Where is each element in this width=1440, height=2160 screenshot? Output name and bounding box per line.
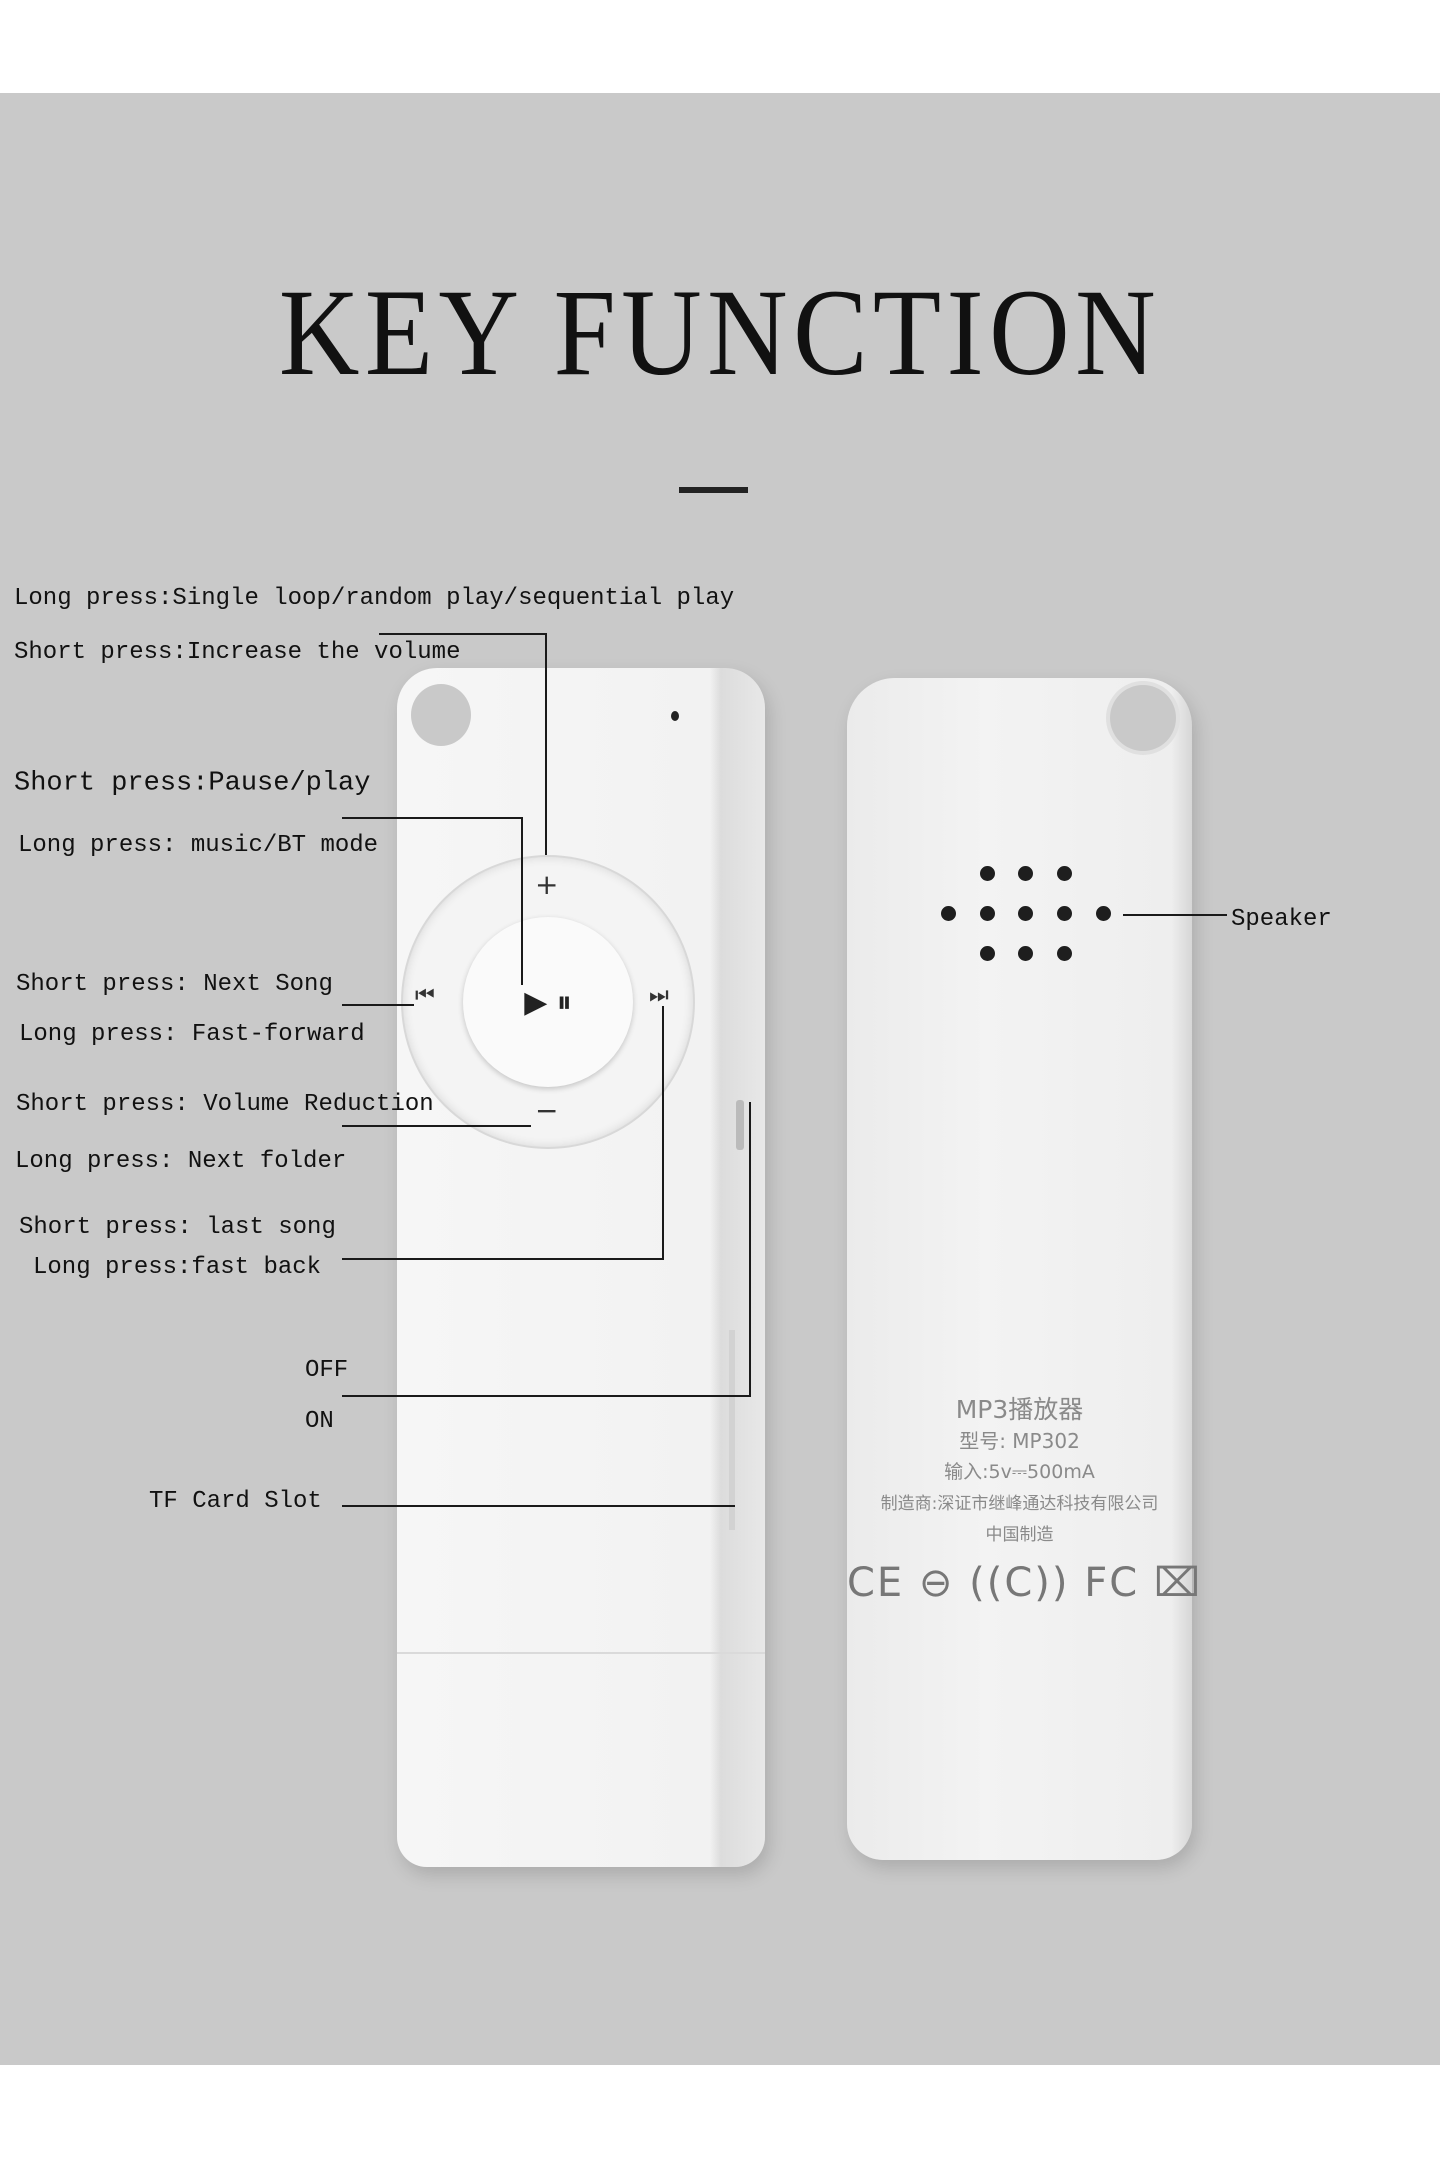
page-title: KEY FUNCTION [278, 264, 1162, 401]
leader-line [379, 633, 547, 635]
manufacturer: 制造商:深证市继峰通达科技有限公司 [880, 1494, 1159, 1514]
leader-line [749, 1102, 751, 1397]
leader-line [342, 1395, 751, 1397]
tf-card-slot-label: TF Card Slot [149, 1488, 322, 1515]
usb-cap-seam [397, 1652, 765, 1654]
leader-line [342, 1258, 664, 1260]
leader-line [521, 817, 523, 985]
control-wheel[interactable]: + − ⏮ ⏭ ▶ ⏸ [403, 857, 693, 1147]
mic-hole [671, 711, 679, 721]
device-front [397, 668, 765, 1867]
on-label: ON [305, 1408, 334, 1435]
volume-down-button[interactable]: − [535, 1094, 559, 1127]
lanyard-hole [1110, 685, 1176, 751]
speaker-label: Speaker [1231, 906, 1332, 933]
volume-down-long-press-label: Long press: Next folder [15, 1148, 347, 1175]
volume-up-short-press-label: Short press:Increase the volume [14, 639, 461, 666]
power-switch[interactable] [736, 1100, 744, 1150]
previous-short-press-label: Short press: last song [19, 1214, 336, 1241]
tf-card-slot [729, 1330, 735, 1530]
model-number: 型号: MP302 [959, 1429, 1080, 1453]
play-short-press-label: Short press:Pause/play [14, 768, 371, 799]
volume-up-button[interactable]: + [535, 868, 559, 901]
leader-line [662, 1006, 664, 1260]
next-short-press-label: Short press: Next Song [16, 971, 333, 998]
leader-line [1123, 914, 1227, 916]
play-pause-button[interactable]: ▶ ⏸ [463, 917, 633, 1087]
leader-line [342, 1004, 414, 1006]
mode-long-press-label: Long press:Single loop/random play/seque… [14, 585, 735, 612]
input-rating: 输入:5v⎓500mA [944, 1461, 1095, 1483]
leader-line [342, 1505, 735, 1507]
off-label: OFF [305, 1357, 349, 1384]
certification-logos: CE ⊖ ((C)) FC ⌧ [847, 1560, 1202, 1606]
product-name: MP3播放器 [955, 1395, 1084, 1424]
leader-line [342, 817, 523, 819]
title-divider [679, 487, 748, 493]
made-in: 中国制造 [985, 1525, 1054, 1545]
lanyard-hole [411, 684, 471, 746]
previous-button[interactable]: ⏮ [415, 983, 435, 1008]
next-button[interactable]: ⏭ [649, 983, 669, 1008]
leader-line [545, 633, 547, 855]
volume-down-short-press-label: Short press: Volume Reduction [16, 1091, 434, 1118]
device-back [847, 678, 1192, 1860]
next-long-press-label: Long press: Fast-forward [19, 1021, 365, 1048]
leader-line [342, 1125, 531, 1127]
previous-long-press-label: Long press:fast back [33, 1254, 322, 1281]
play-long-press-label: Long press: music/BT mode [18, 832, 379, 859]
